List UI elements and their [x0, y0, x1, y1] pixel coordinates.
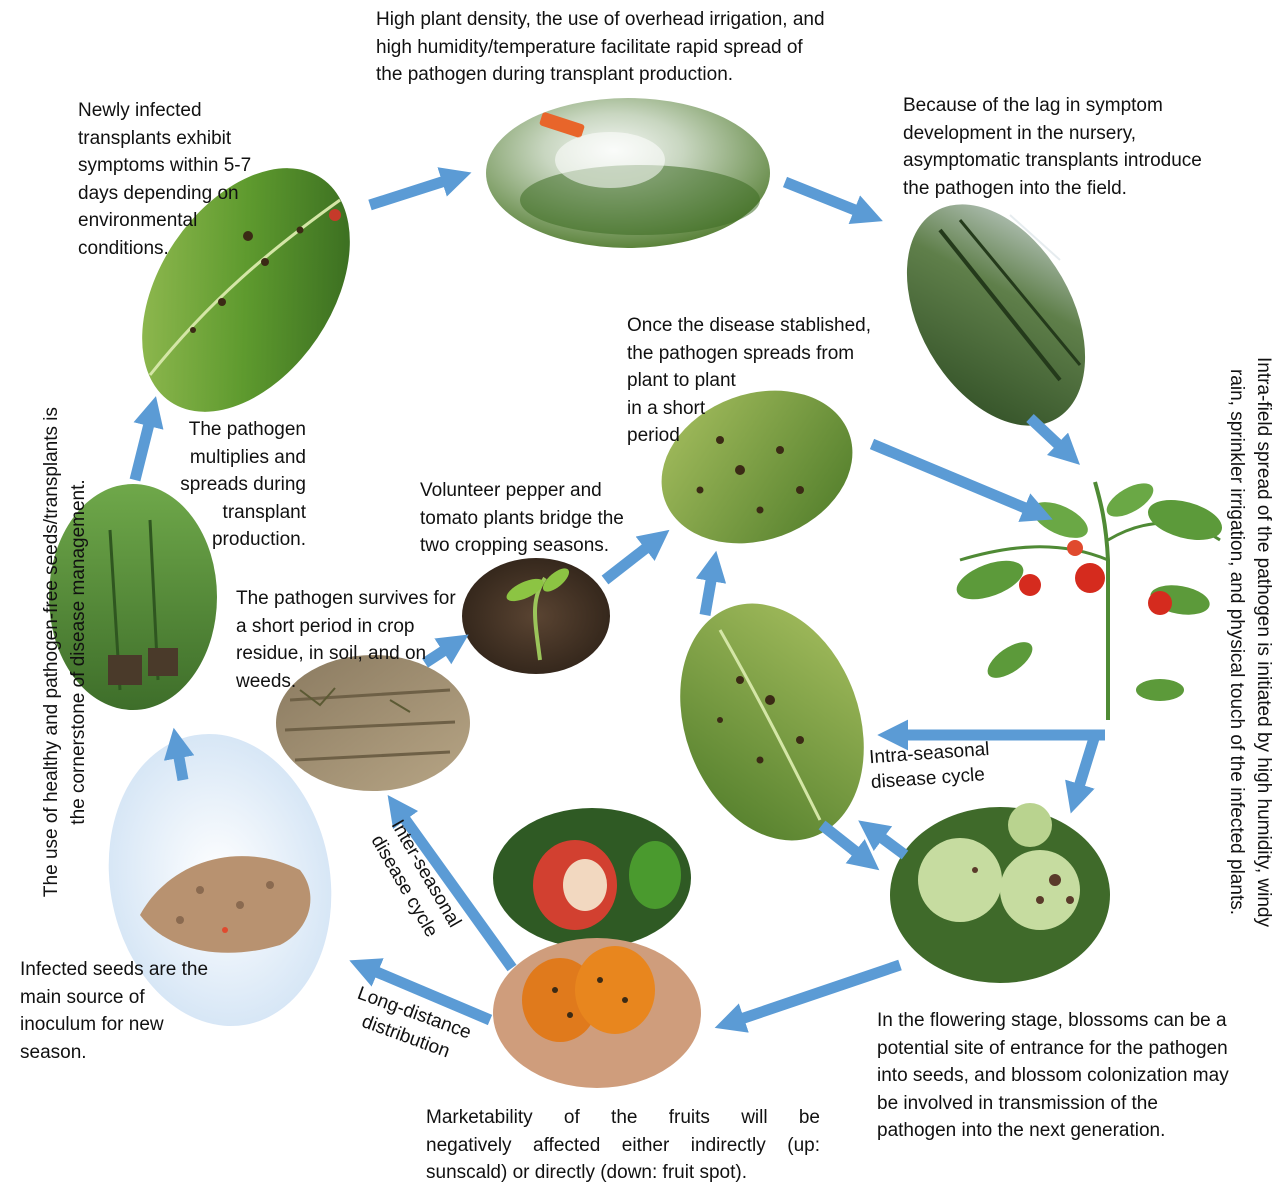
caption-survives: The pathogen survives for a short period…: [236, 585, 456, 695]
seedling-sprout-photo: [462, 558, 610, 674]
caption-flowering: In the flowering stage, blossoms can be …: [877, 1007, 1229, 1145]
caption-symptoms: Newly infected transplants exhibit sympt…: [78, 97, 251, 262]
greenhouse-transplants-photo: [870, 173, 1122, 457]
caption-asymptomatic: Because of the lag in symptom developmen…: [903, 92, 1202, 202]
caption-seeds: Infected seeds are the main source of in…: [20, 956, 208, 1066]
spotted-green-tomatoes-photo: [890, 803, 1110, 983]
infected-leaf-closeup-photo: [649, 578, 896, 867]
caption-multiplies: The pathogen multiplies and spreads duri…: [160, 416, 306, 554]
caption-nursery-spread: High plant density, the use of overhead …: [376, 6, 825, 89]
label-intra-seasonal: Intra-seasonal disease cycle: [868, 737, 992, 795]
caption-left-vertical: The use of healthy and pathogen-free see…: [38, 362, 92, 942]
arrow-leaf-to-plant: [872, 444, 1030, 510]
arrow-closeup-to-tomatoes: [822, 825, 860, 855]
arrow-transplants-to-leaf: [135, 420, 150, 480]
spotted-fruit-in-hand-photo: [493, 938, 701, 1088]
caption-marketability: Marketability of the fruits will be nega…: [426, 1104, 820, 1186]
tomato-plant-photo: [952, 477, 1227, 720]
arrow-plant-to-tomatoes: [1078, 735, 1095, 790]
marketability-line-3: sunscald) or directly (down: fruit spot)…: [426, 1159, 820, 1186]
sprinkler-irrigation-photo: [486, 98, 770, 248]
sunscald-pepper-photo: [493, 808, 691, 948]
arrow-to-sprinkler: [370, 180, 448, 205]
marketability-line-2: negatively affected either indirectly (u…: [426, 1132, 820, 1160]
arrow-tomatoes-to-closeup: [878, 835, 905, 855]
arrow-tomatoes-to-fruit: [738, 965, 900, 1020]
caption-established: Once the disease stablished, the pathoge…: [627, 312, 871, 450]
marketability-line-1: Marketability of the fruits will be: [426, 1104, 820, 1132]
arrow-to-greenhouse: [785, 182, 860, 212]
arrow-seeds-to-transplants: [178, 752, 183, 780]
arrow-closeup-to-leaf: [705, 575, 712, 615]
caption-right-vertical: Intra-field spread of the pathogen is in…: [1223, 302, 1277, 982]
caption-volunteer: Volunteer pepper and tomato plants bridg…: [420, 477, 624, 560]
